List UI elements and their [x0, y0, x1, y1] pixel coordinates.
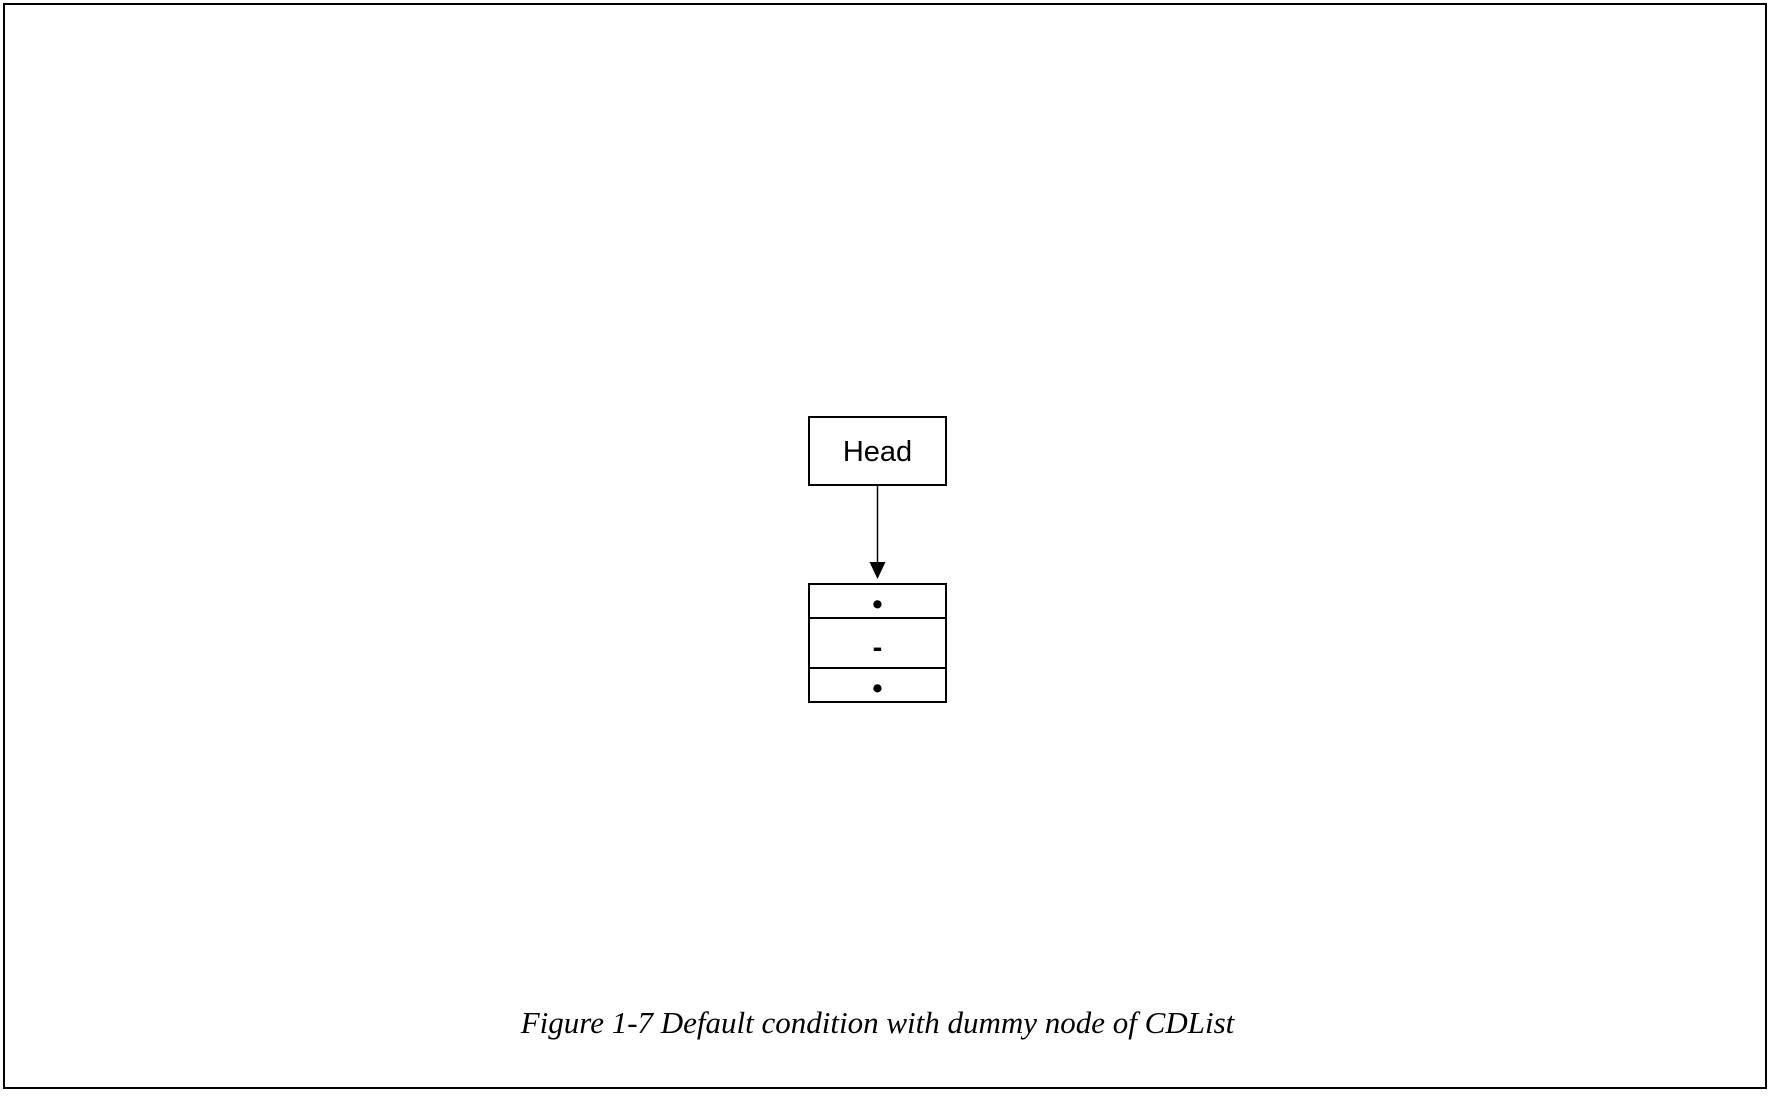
dummy-node-prev-pointer: •	[872, 589, 882, 621]
figure-caption: Figure 1-7 Default condition with dummy …	[520, 1005, 1235, 1040]
head-node-label: Head	[843, 436, 912, 468]
dummy-node-next-field	[808, 667, 947, 703]
dummy-node-data-value: -	[873, 632, 883, 664]
head-node: Head	[808, 416, 947, 486]
head-pointer-arrow	[869, 485, 886, 579]
dummy-node-next-pointer: •	[872, 673, 882, 705]
dummy-node: • - •	[808, 583, 947, 705]
figure-frame	[3, 3, 1767, 1089]
